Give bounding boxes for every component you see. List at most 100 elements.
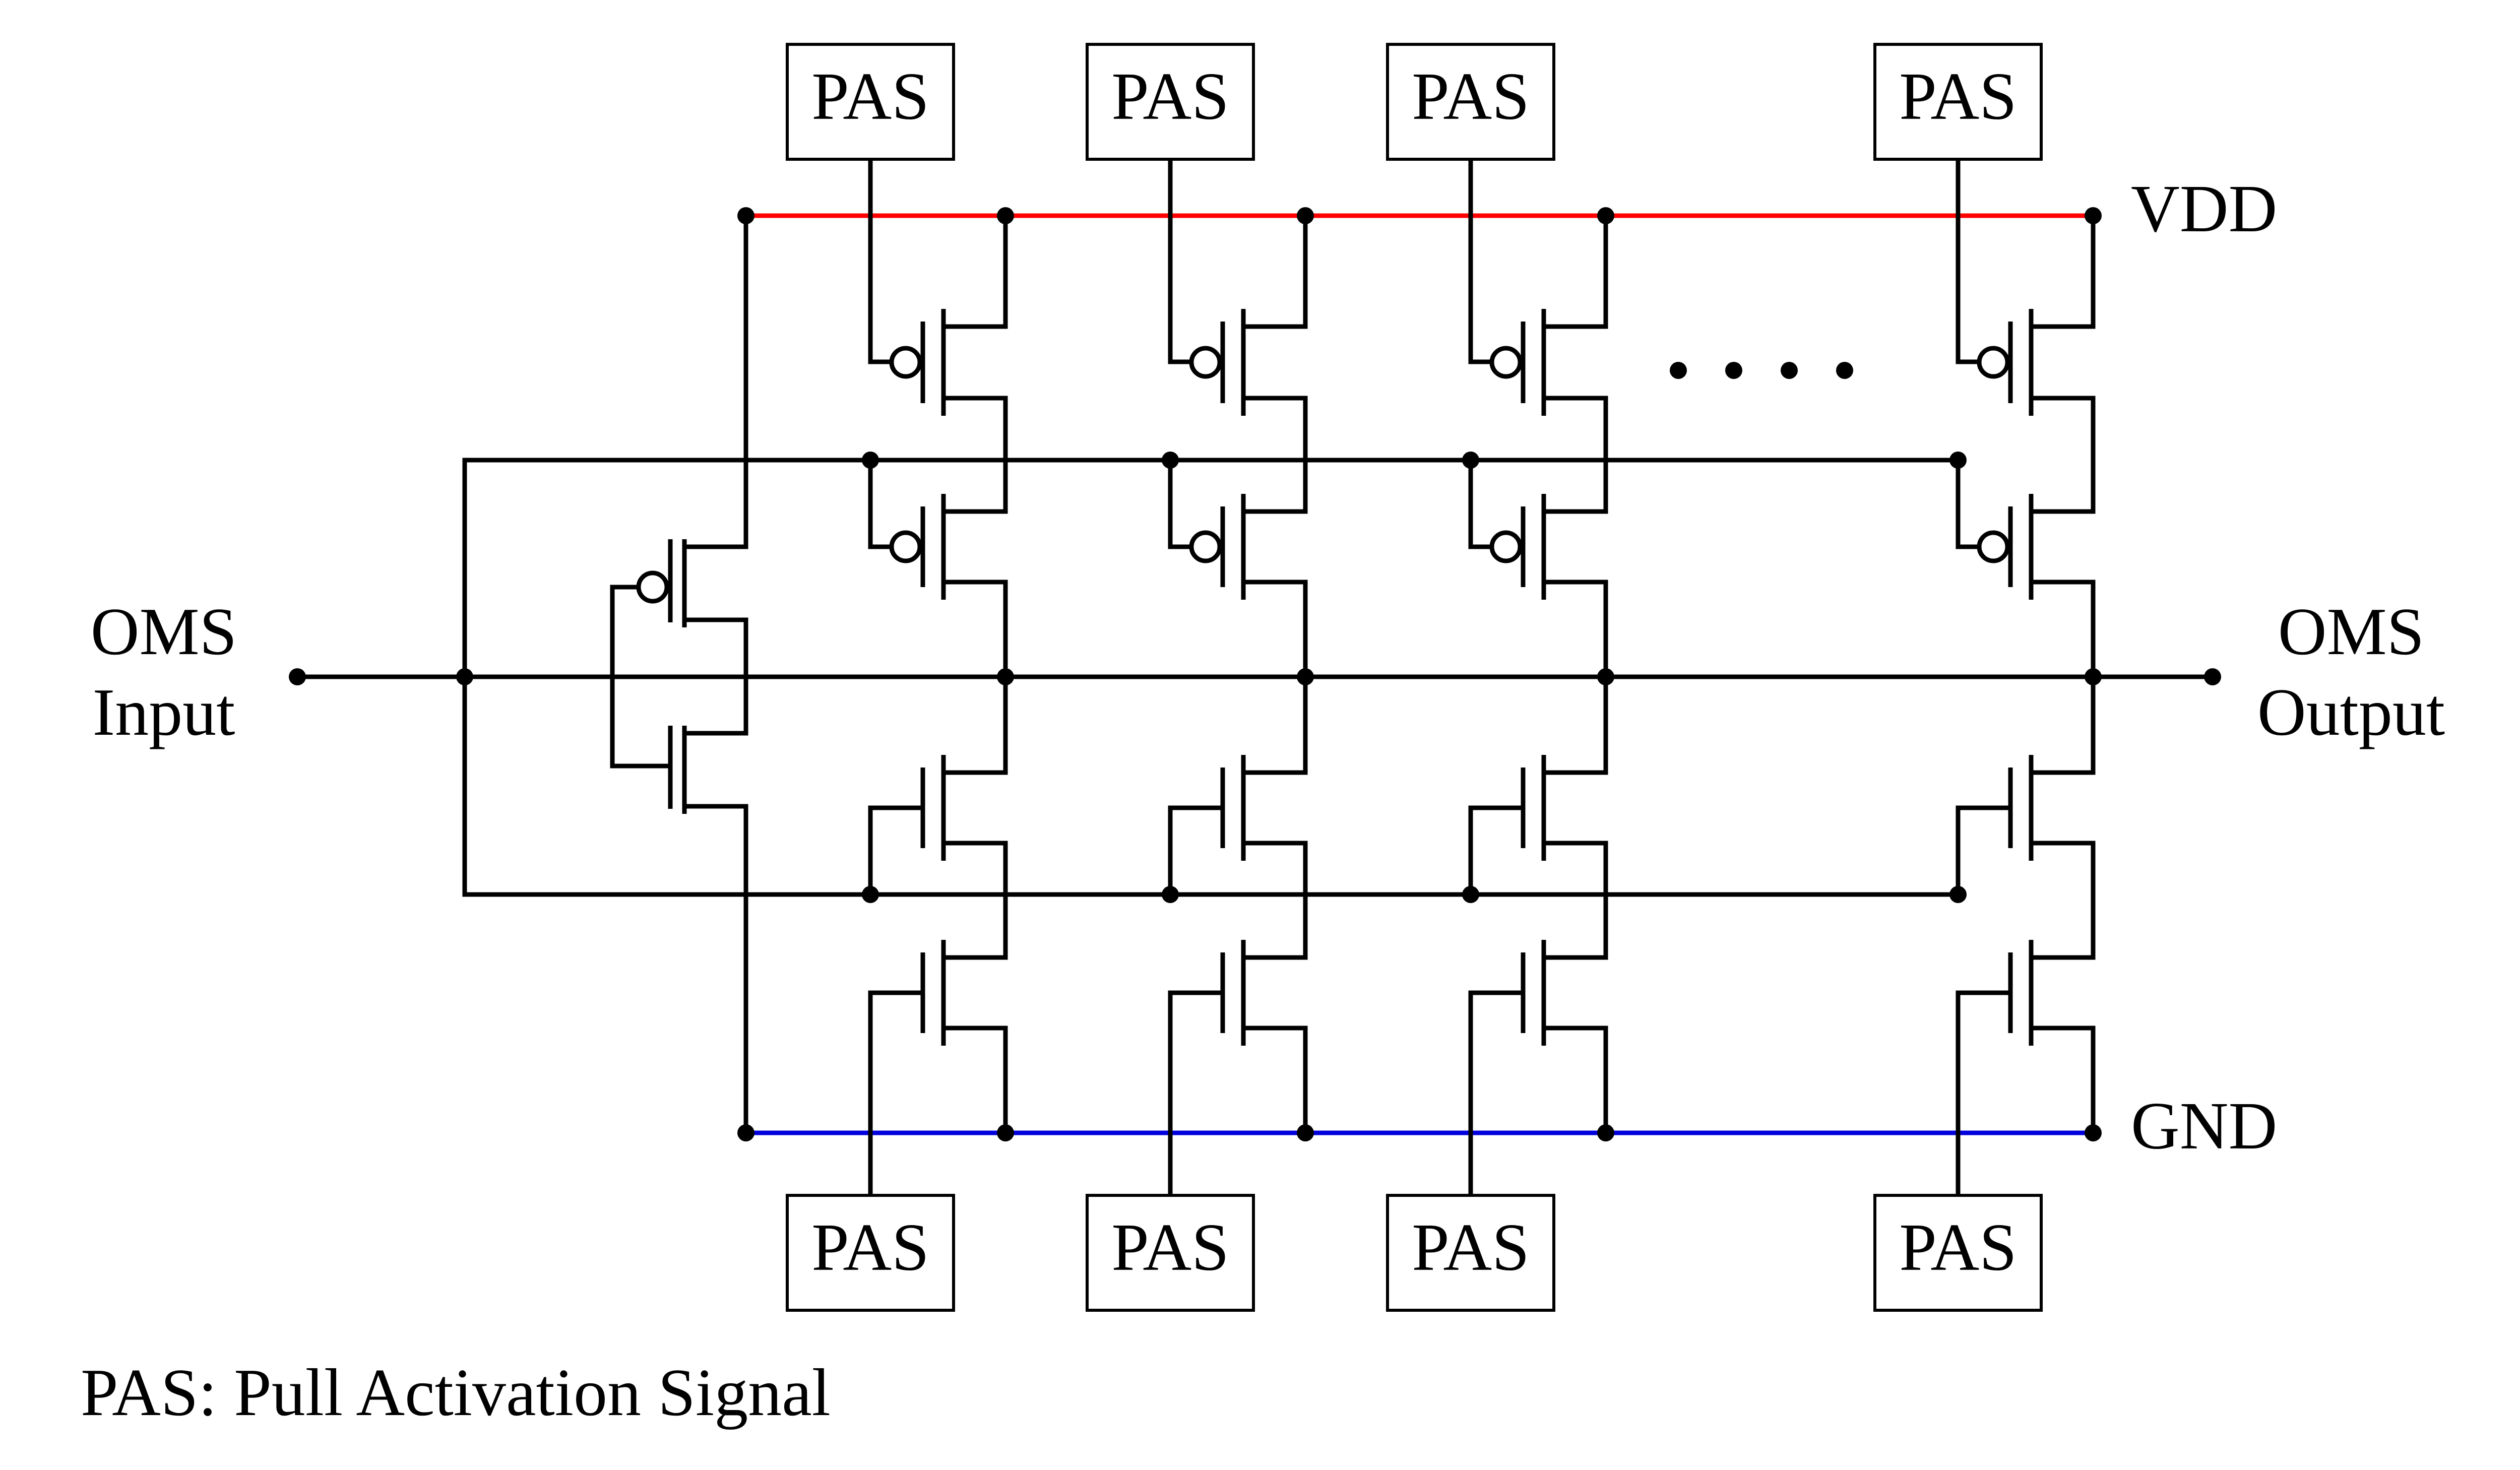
junction-dot [456, 668, 473, 685]
transistor-terminal [1243, 703, 1308, 775]
pas-box-top: PAS [1386, 43, 1555, 161]
pas-box-frame [1086, 1194, 1255, 1312]
transistor-terminal [1243, 888, 1308, 960]
bus-gate-wire [1168, 805, 1225, 897]
transistor-terminal [1243, 841, 1308, 913]
junction-dot [862, 452, 879, 469]
transistor-terminal [1544, 841, 1608, 913]
transistor-terminal [1243, 396, 1308, 468]
pas-box-frame [1873, 1194, 2043, 1312]
junction-dot [1462, 452, 1479, 469]
transistor-terminal [1243, 1026, 1308, 1098]
pas-box-frame [786, 1194, 955, 1312]
junction-dot [2085, 207, 2102, 224]
junction-dot [2204, 668, 2221, 685]
pas-box-bottom: PAS [1873, 1194, 2043, 1312]
bus-gate-wire [1956, 458, 1982, 549]
transistor-terminal [943, 703, 1008, 775]
wiring [295, 157, 2215, 1198]
junction-dot [1297, 1124, 1314, 1141]
pas-label: PAS [1111, 1210, 1229, 1285]
junction-dot [1162, 886, 1179, 903]
junction-dot [997, 668, 1014, 685]
transistor-terminal [1544, 580, 1608, 652]
junction-dot [289, 668, 306, 685]
vdd-label: VDD [2131, 171, 2277, 246]
junction-dot [1836, 362, 1853, 379]
oms-input-label-line2: Input [93, 675, 235, 749]
pas-gate-wire [1956, 157, 1982, 364]
junction-dot [2085, 668, 2102, 685]
transistor-bubble [1977, 530, 2010, 563]
bus-gate-wire [1956, 805, 2013, 897]
oms-output-label-line1: OMS [2278, 594, 2424, 669]
junction-dot [737, 1124, 754, 1141]
junction-dot [1670, 362, 1687, 379]
transistor-terminal [2031, 257, 2096, 329]
pas-boxes: PAS PAS PAS PAS PAS PAS PAS PAS [786, 43, 2043, 1312]
gnd-label: GND [2131, 1089, 2277, 1163]
pas-box-bottom: PAS [1086, 1194, 1255, 1312]
pas-label: PAS [811, 1210, 929, 1285]
transistor-terminal [943, 841, 1008, 913]
inverter-pmos-source [684, 617, 748, 677]
transistor-terminal [2031, 1026, 2096, 1098]
transistor-terminal [1544, 396, 1608, 468]
junction-dot [1297, 207, 1314, 224]
junction-dot [1297, 668, 1314, 685]
pas-label: PAS [1111, 59, 1229, 134]
transistor-bubble [1189, 346, 1222, 379]
transistor-bubble [1489, 530, 1523, 563]
transistor-bubble [1489, 346, 1523, 379]
oms-output-label-line2: Output [2257, 675, 2445, 749]
pas-label: PAS [811, 59, 929, 134]
transistor-terminal [1544, 257, 1608, 329]
transistor-terminal [1243, 442, 1308, 514]
transistor-terminal [943, 257, 1008, 329]
junction-dot [1949, 452, 1967, 469]
junction-dot [1462, 886, 1479, 903]
transistor-terminal [1544, 703, 1608, 775]
transistor-terminal [1243, 257, 1308, 329]
bus-gate-wire [1468, 458, 1494, 549]
junction-dot [1597, 1124, 1614, 1141]
pas-label: PAS [1412, 1210, 1530, 1285]
pull-down-gate-bus [462, 674, 1961, 897]
transistor-terminal [943, 888, 1008, 960]
junction-dot [1725, 362, 1742, 379]
transistor-bubble [889, 346, 922, 379]
inverter-pmos-drain [684, 216, 748, 549]
transistor-terminal [1544, 442, 1608, 514]
transistor-terminal [943, 580, 1008, 652]
pas-box-frame [1386, 1194, 1555, 1312]
pas-box-bottom: PAS [1386, 1194, 1555, 1312]
pas-box-top: PAS [1873, 43, 2043, 161]
transistor-bubble [636, 570, 669, 604]
transistor-terminal [2031, 442, 2096, 514]
pas-label: PAS [1899, 1210, 2017, 1285]
junction-dot [737, 207, 754, 224]
transistor-terminal [2031, 396, 2096, 468]
transistor-terminal [2031, 580, 2096, 652]
junction-dot [997, 1124, 1014, 1141]
bus-gate-wire [1468, 805, 1526, 897]
transistor-terminal [2031, 841, 2096, 913]
transistor-terminal [943, 1026, 1008, 1098]
bus-gate-wire [868, 805, 925, 897]
pull-up-gate-bus [462, 458, 1961, 679]
pas-box-frame [1386, 43, 1555, 161]
transistor-terminal [2031, 888, 2096, 960]
junction-dot [1597, 668, 1614, 685]
junction-dot [1781, 362, 1798, 379]
pas-gate-wire [868, 157, 894, 364]
oms-input-label-line1: OMS [91, 594, 237, 669]
transistor-terminal [2031, 703, 2096, 775]
bus-gate-wire [1168, 458, 1194, 549]
pas-box-top: PAS [786, 43, 955, 161]
junction-dot [1949, 886, 1967, 903]
transistor-terminal [943, 442, 1008, 514]
inverter-nmos-source [684, 804, 748, 1133]
pas-gate-wire [1468, 157, 1494, 364]
bus-gate-wire [868, 458, 894, 549]
